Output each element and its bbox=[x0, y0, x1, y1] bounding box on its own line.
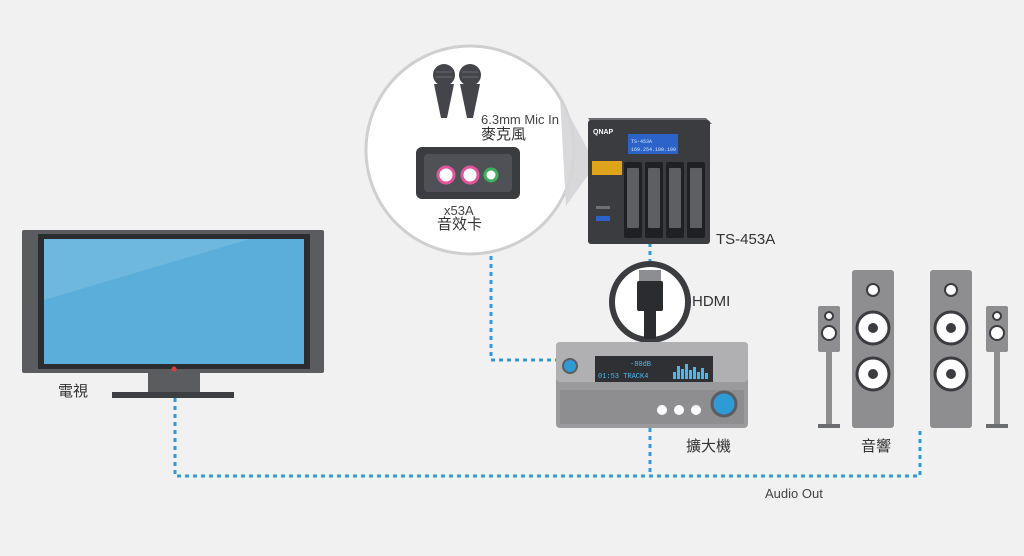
tv-power-led bbox=[171, 366, 177, 372]
tv bbox=[22, 230, 324, 398]
nas-sticker bbox=[592, 161, 622, 175]
amp-button-2 bbox=[674, 405, 684, 415]
tv-stand-base bbox=[112, 392, 234, 398]
hdmi-connector bbox=[609, 261, 691, 343]
amp-volume-knob bbox=[710, 390, 738, 418]
hdmi-label: HDMI bbox=[692, 293, 731, 310]
soundcard-model-label: x53A bbox=[444, 203, 474, 218]
tv-stand-neck bbox=[148, 372, 200, 394]
amplifier-label: 擴大機 bbox=[686, 438, 732, 455]
microphone-icon bbox=[433, 64, 481, 118]
soundcard-zoom bbox=[364, 44, 588, 256]
nas-model-label: TS-453A bbox=[716, 231, 776, 248]
nas-lcd-line1: TS-453A bbox=[631, 139, 652, 145]
amp-level-meter bbox=[673, 364, 708, 379]
audio-out-label: Audio Out bbox=[765, 486, 823, 501]
nas-usb-port bbox=[596, 216, 610, 221]
nas-logo: QNAP bbox=[593, 129, 614, 136]
tv-label: 電視 bbox=[58, 383, 89, 400]
amp-button-3 bbox=[691, 405, 701, 415]
amp-power-button bbox=[562, 358, 578, 374]
tv-screen bbox=[44, 239, 304, 364]
tv-screen-glare bbox=[44, 239, 250, 300]
speaker-tower-left bbox=[852, 270, 894, 428]
zoom-pointer bbox=[560, 98, 588, 206]
nas-device: QNAP TS-453A 169.254.100.100 bbox=[588, 118, 712, 244]
hdmi-plug-body bbox=[637, 281, 663, 311]
speaker-small-left bbox=[818, 306, 840, 428]
amp-button-1 bbox=[657, 405, 667, 415]
mic-jack-2 bbox=[460, 165, 480, 185]
mic-label: 麥克風 bbox=[481, 126, 527, 143]
amplifier: -80dB 01:53 TRACK4 bbox=[556, 342, 748, 428]
audio-out-line bbox=[173, 398, 922, 478]
mic-grille bbox=[436, 71, 478, 78]
nas-drive-handles bbox=[627, 168, 702, 228]
speakers-label: 音響 bbox=[861, 438, 892, 455]
speakers bbox=[818, 270, 1008, 428]
speaker-tower-right bbox=[930, 270, 972, 428]
nas-button-1 bbox=[596, 206, 610, 209]
mic-jack-1 bbox=[436, 165, 456, 185]
hdmi-plug-head bbox=[639, 270, 661, 282]
soundcard-label: 音效卡 bbox=[437, 216, 483, 233]
audio-out-jack bbox=[483, 167, 499, 183]
hdmi-cable bbox=[644, 311, 656, 339]
amp-display-line2: 01:53 TRACK4 bbox=[598, 373, 648, 381]
mic-spec-label: 6.3mm Mic In bbox=[481, 112, 560, 127]
nas-lcd-line2: 169.254.100.100 bbox=[631, 147, 676, 153]
nas-lcd bbox=[628, 134, 678, 154]
speaker-small-right bbox=[986, 306, 1008, 428]
amp-display-line1: -80dB bbox=[630, 361, 651, 369]
